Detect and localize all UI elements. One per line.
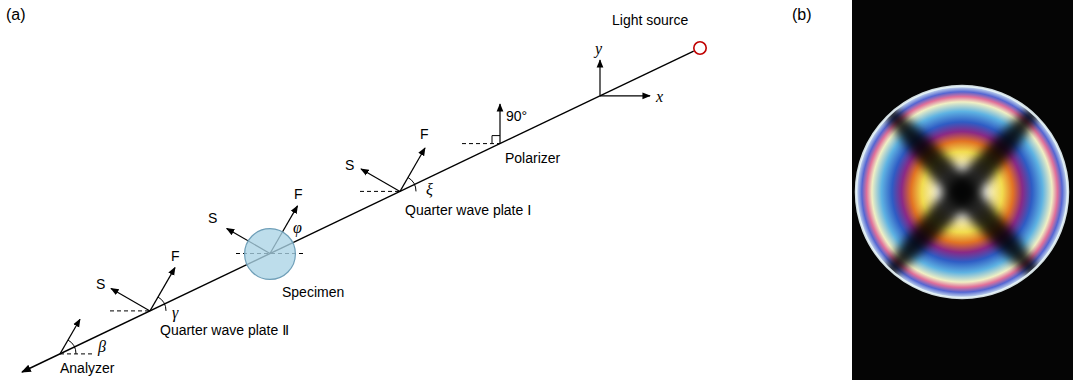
node-outline [244,228,296,280]
axis-label: y [595,40,602,58]
axis-label: S [208,210,217,226]
axis-label: F [294,186,303,202]
reference-line [360,191,400,192]
axis-label: 90° [506,108,527,124]
axis-label: F [420,126,429,142]
isoclinic-cross [872,94,1052,290]
slow-axis [361,169,400,192]
optical-axis [293,51,693,242]
axis-label: x [656,88,663,106]
axis-label: Analyzer [60,360,114,376]
node-circle [245,228,296,279]
specimen-disc: Specimen [244,228,296,280]
axis-label: S [345,157,354,173]
axis-label: F [171,248,180,264]
dark-brush [872,94,1052,290]
reference-line [60,353,94,354]
y-axis [599,60,600,96]
axis-label: φ [293,219,302,237]
polarizer-axis [499,104,500,144]
reference-line [110,310,150,311]
analyzer-axis [60,319,80,354]
right-angle-mark [492,136,500,144]
axis-label: ξ [426,181,433,199]
angle-arc [68,340,76,354]
specimen-rim [856,86,1068,298]
axis-label: (b) [792,6,812,24]
light-source: Light source [693,41,707,55]
axis-label: γ [172,304,178,322]
axis-label: Quarter wave plate Ⅰ [405,202,531,218]
reference-line [462,143,500,144]
node-label: Specimen [282,284,344,300]
fringe-pattern [856,86,1068,298]
node-outline [693,41,707,55]
node-label: Light source [612,12,688,28]
x-axis [600,95,650,96]
node-circle [694,42,706,54]
axis-label: Quarter wave plate Ⅱ [160,322,289,338]
axis-label: (a) [6,6,26,24]
photo-background [852,0,1073,380]
axis-label: β [98,338,106,356]
axis-label: S [96,276,105,292]
fast-axis [150,268,175,311]
slow-axis [111,288,150,311]
axis-label: Polarizer [505,150,560,166]
angle-arc [158,297,166,311]
dark-brush [872,94,1052,290]
